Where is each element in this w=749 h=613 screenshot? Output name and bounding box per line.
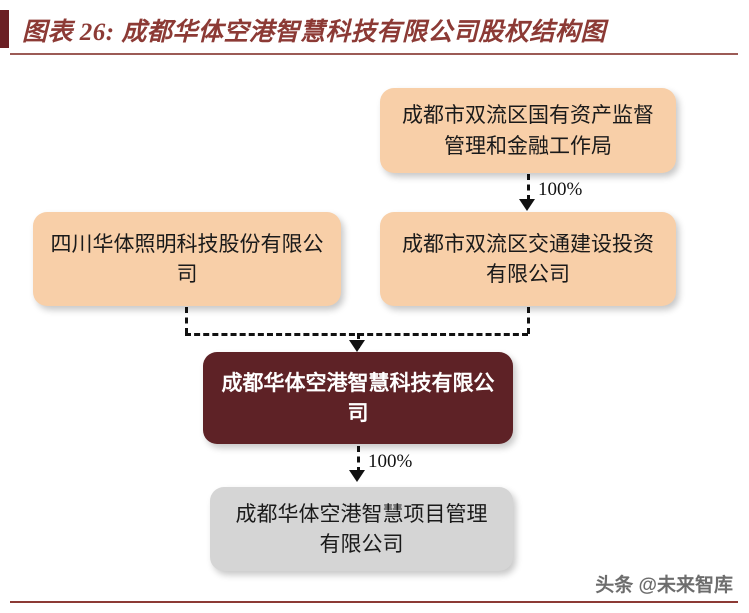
org-node-subject-company-label: 成都华体空港智慧科技有限公司 bbox=[221, 370, 495, 425]
org-node-jiaotou-label: 成都市双流区交通建设投资有限公司 bbox=[402, 231, 654, 286]
edge-bracket-arrowhead bbox=[349, 340, 365, 352]
edge-center-project-line bbox=[357, 446, 360, 473]
org-node-huati-lighting-label: 四川华体照明科技股份有限公司 bbox=[50, 231, 324, 286]
org-node-jiaotou[interactable]: 成都市双流区交通建设投资有限公司 bbox=[380, 212, 676, 306]
watermark: 头条 @未来智库 bbox=[595, 575, 733, 596]
edge-sasac-jiaotou-line bbox=[527, 174, 530, 201]
org-node-project-management-label: 成都华体空港智慧项目管理有限公司 bbox=[235, 501, 488, 556]
edge-sasac-jiaotou-percent: 100% bbox=[538, 179, 583, 200]
footer-divider bbox=[10, 601, 738, 603]
title-divider bbox=[10, 53, 738, 55]
page-title: 图表 26: 成都华体空港智慧科技有限公司股权结构图 bbox=[22, 19, 606, 46]
edge-sasac-jiaotou-arrowhead bbox=[519, 199, 535, 211]
edge-bracket-left-stem bbox=[185, 307, 188, 334]
edge-center-project-arrowhead bbox=[349, 470, 365, 482]
org-node-sasac[interactable]: 成都市双流区国有资产监督管理和金融工作局 bbox=[380, 88, 676, 173]
org-node-project-management[interactable]: 成都华体空港智慧项目管理有限公司 bbox=[210, 487, 513, 571]
org-node-huati-lighting[interactable]: 四川华体照明科技股份有限公司 bbox=[33, 212, 341, 306]
title-accent-bar bbox=[0, 10, 9, 48]
edge-bracket-crossbar bbox=[185, 333, 528, 336]
org-node-sasac-label: 成都市双流区国有资产监督管理和金融工作局 bbox=[402, 103, 654, 158]
edge-bracket-right-stem bbox=[527, 307, 530, 334]
edge-center-project-percent: 100% bbox=[368, 451, 413, 472]
org-node-subject-company[interactable]: 成都华体空港智慧科技有限公司 bbox=[203, 352, 513, 444]
